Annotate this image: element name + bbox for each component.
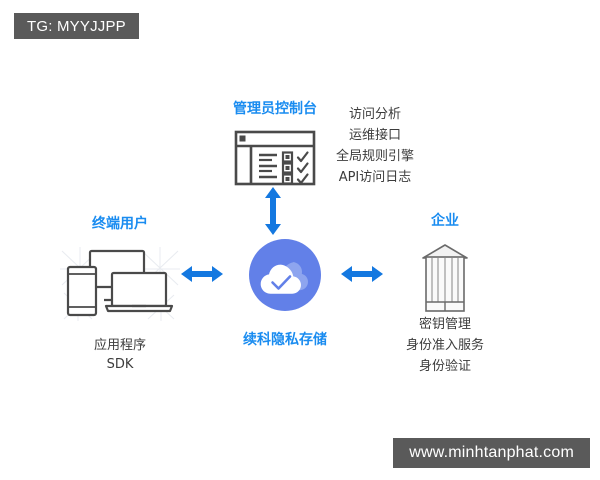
node-enterprise-title: 企业 [431,213,459,229]
feature-item: 运维接口 [348,128,401,143]
node-end-user: 终端用户 [50,215,190,374]
node-end-user-title: 终端用户 [92,216,148,232]
feature-item: API访问日志 [338,170,412,185]
watermark-bottom-right: www.minhtanphat.com [393,438,590,468]
enterprise-caption: 密钥管理 [418,317,471,332]
node-cloud-storage-title: 续科隐私存储 [243,332,327,348]
enterprise-caption: 身份验证 [418,359,471,374]
arrow-console-to-cloud [262,186,284,241]
arrow-cloud-to-enterprise [340,263,384,290]
enterprise-feature-list: 密钥管理 身份准入服务 身份验证 [385,314,505,377]
node-admin-console: 管理员控制台 [195,100,355,191]
end-user-caption: 应用程序 [93,338,146,353]
admin-console-window-icon [234,130,316,191]
admin-console-feature-list: 访问分析 运维接口 全局规则引擎 API访问日志 [310,104,440,188]
node-admin-console-title: 管理员控制台 [233,101,317,117]
enterprise-caption: 身份准入服务 [405,338,484,353]
feature-item: 访问分析 [348,107,401,122]
end-user-caption: SDK [106,357,134,372]
watermark-top-left: TG: MYYJJPP [14,13,139,39]
office-building-icon [419,242,471,319]
feature-item: 全局规则引擎 [335,149,414,164]
cloud-check-circle-icon [248,238,322,317]
arrow-end-user-to-cloud [180,263,224,290]
devices-phone-monitor-laptop-icon [58,245,182,326]
node-cloud-storage: 续科隐私存储 [225,238,345,349]
node-enterprise: 企业 [385,212,505,319]
